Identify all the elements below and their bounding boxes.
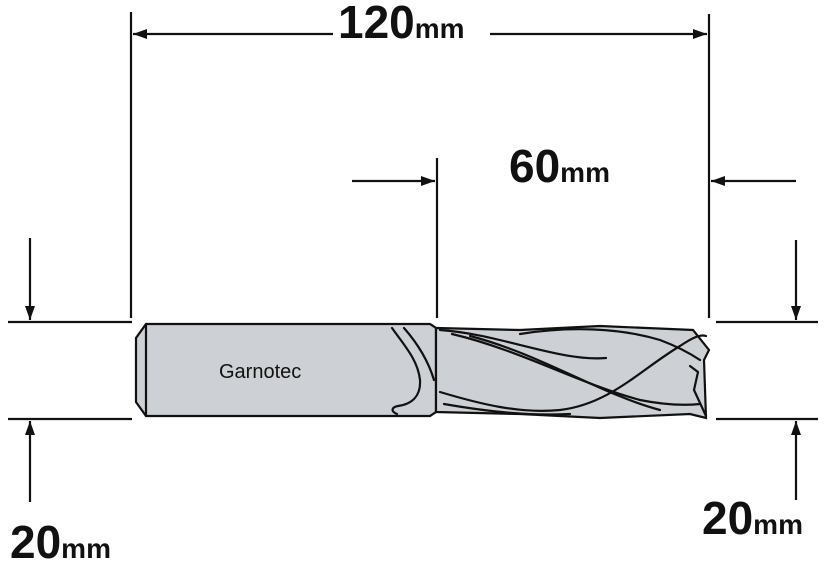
cutting-length-unit: mm: [560, 157, 610, 188]
cutting-length-dimension: 60mm: [352, 140, 796, 318]
flute-transition-curve-inner: [402, 326, 436, 382]
overall-length-unit: mm: [415, 13, 465, 44]
cutting-diameter-label: 20mm: [702, 492, 803, 544]
flute-tip-edge: [688, 364, 708, 418]
flute-transition-curve: [390, 326, 422, 416]
router-bit: Garnotec: [134, 322, 711, 420]
flute-line-5: [442, 402, 572, 416]
cutting-diameter-dimension: 20mm: [702, 240, 818, 544]
flute-line-3: [468, 334, 662, 412]
shank-diameter-dimension: 20mm: [8, 238, 132, 562]
shank-diameter-value: 20: [10, 516, 61, 562]
flute-line-1: [438, 328, 608, 360]
overall-length-dimension: 120mm: [129, 0, 711, 318]
flute-line-6: [518, 328, 702, 362]
bit-brand-label: Garnotec: [219, 361, 301, 383]
flute-line-4: [438, 334, 708, 412]
cutting-diameter-value: 20: [702, 492, 753, 544]
cutting-length-label: 60mm: [509, 140, 610, 192]
cutting-diameter-unit: mm: [753, 509, 803, 540]
overall-length-value: 120: [338, 0, 415, 48]
shank-diameter-label: 20mm: [10, 516, 111, 562]
overall-length-label: 120mm: [338, 0, 465, 48]
flute-line-2: [450, 332, 702, 406]
shank-diameter-unit: mm: [61, 533, 111, 562]
bit-shank: [134, 322, 438, 418]
cutting-length-value: 60: [509, 140, 560, 192]
